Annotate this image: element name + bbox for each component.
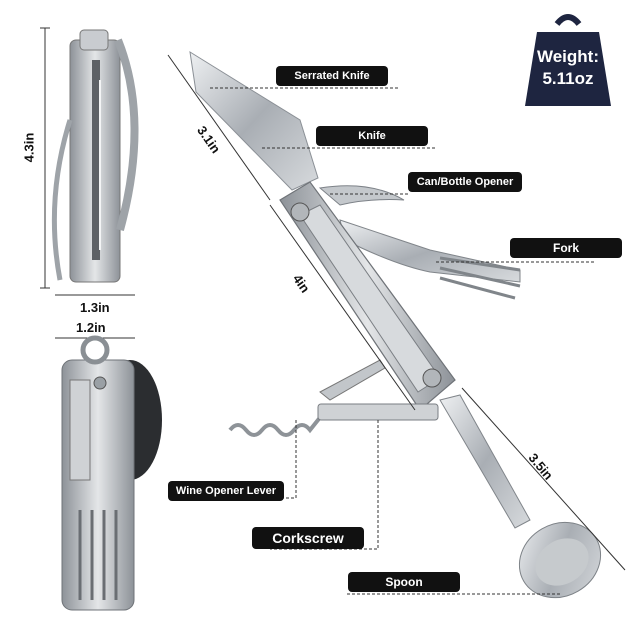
weight-value: 5.11oz (542, 69, 594, 88)
label-corkscrew: Corkscrew (252, 527, 364, 549)
weight-badge-icon (525, 14, 611, 106)
height-dimension-line (40, 27, 50, 289)
label-spoon: Spoon (348, 572, 460, 592)
front-view-tool (61, 335, 162, 611)
dimension-side-width: 1.3in (80, 300, 110, 315)
weight-readout: Weight: 5.11oz (523, 46, 613, 90)
label-fork: Fork (510, 238, 622, 258)
label-knife: Knife (316, 126, 428, 146)
weight-label: Weight: (536, 47, 599, 66)
dimension-height: 4.3in (21, 132, 37, 163)
knife-length-dimension-line (167, 54, 271, 201)
spoon-length-dimension-line (461, 387, 626, 571)
label-can-bottle-opener: Can/Bottle Opener (408, 172, 522, 192)
side-view-tool (51, 29, 139, 283)
unfolded-tool (189, 51, 602, 599)
label-wine-opener-lever: Wine Opener Lever (168, 481, 284, 501)
label-serrated-knife: Serrated Knife (276, 66, 388, 86)
body-length-dimension-line (269, 204, 416, 411)
dimension-front-width: 1.2in (76, 320, 106, 335)
